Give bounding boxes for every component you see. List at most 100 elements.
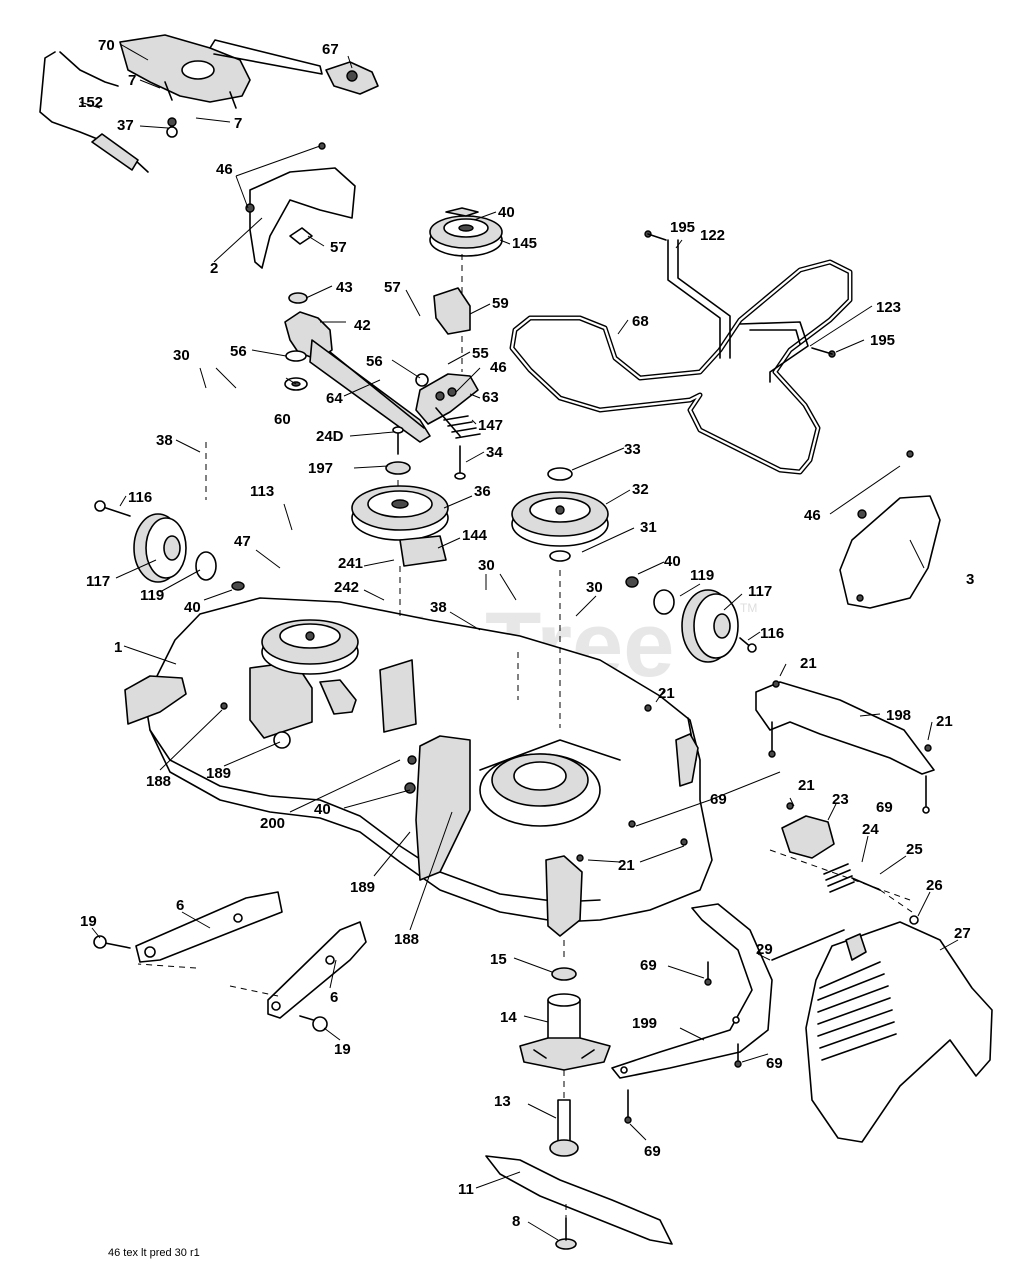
callout-242: 242	[334, 579, 359, 596]
callout-46a: 46	[216, 161, 233, 178]
callout-19b: 19	[334, 1041, 351, 1058]
callout-60: 60	[274, 411, 291, 428]
callout-145: 145	[512, 235, 537, 252]
callout-119b: 119	[690, 567, 714, 584]
callout-37: 37	[117, 117, 134, 134]
callout-198: 198	[886, 707, 911, 724]
callout-240: 24D	[316, 428, 344, 445]
callout-6b: 6	[330, 989, 338, 1006]
callout-47: 47	[234, 533, 251, 550]
callout-19a: 19	[80, 913, 97, 930]
bolt-34	[454, 445, 466, 480]
callout-21c: 21	[936, 713, 953, 730]
callout-14: 14	[500, 1009, 517, 1026]
callout-56a: 56	[230, 343, 247, 360]
bolt-240	[385, 426, 411, 475]
callout-56b: 56	[366, 353, 383, 370]
callout-21e: 21	[618, 857, 635, 874]
callout-6a: 6	[176, 897, 184, 914]
mower-deck-1	[124, 597, 713, 937]
callout-241: 241	[338, 555, 363, 572]
callout-38b: 38	[430, 599, 447, 616]
callout-152: 152	[78, 94, 103, 111]
callout-195b: 195	[870, 332, 895, 349]
callout-59: 59	[492, 295, 509, 312]
callout-23: 23	[832, 791, 849, 808]
callout-43: 43	[336, 279, 353, 296]
callout-1: 1	[114, 639, 122, 656]
wheel-117-right	[625, 576, 757, 663]
callout-195a: 195	[670, 219, 695, 236]
callout-40c: 40	[664, 553, 681, 570]
callout-55: 55	[472, 345, 489, 362]
callout-21b: 21	[658, 685, 675, 702]
callout-116a: 116	[128, 489, 152, 506]
callout-117b: 117	[748, 583, 772, 600]
callout-31: 31	[640, 519, 657, 536]
callout-11: 11	[458, 1181, 474, 1198]
callout-46b: 46	[490, 359, 507, 376]
callout-68: 68	[632, 313, 649, 330]
callout-69a: 69	[710, 791, 727, 808]
diagram-code: 46 tex lt pred 30 r1	[108, 1247, 200, 1259]
callout-199: 199	[632, 1015, 657, 1032]
callout-188a: 188	[146, 773, 171, 790]
wheel-117-left	[94, 500, 245, 591]
belt-guide-122	[644, 230, 836, 383]
callout-69c: 69	[640, 957, 657, 974]
callout-67: 67	[322, 41, 339, 58]
callout-30a: 30	[173, 347, 190, 364]
callout-27: 27	[954, 925, 971, 942]
callout-32: 32	[632, 481, 649, 498]
callout-24: 24	[862, 821, 879, 838]
callout-144: 144	[462, 527, 488, 544]
idler-bracket-stack	[284, 227, 431, 443]
callout-63: 63	[482, 389, 499, 406]
callout-3: 3	[966, 571, 974, 588]
pulley-36	[351, 485, 449, 567]
callout-147: 147	[478, 417, 503, 434]
callout-40a: 40	[498, 204, 515, 221]
callout-36: 36	[474, 483, 491, 500]
callout-57a: 57	[330, 239, 347, 256]
callout-116b: 116	[760, 625, 784, 642]
lift-link-6-lower	[267, 921, 367, 1032]
callout-labels: 70 67 7 7 152 37 46 2 57 43 42 56 30 60 …	[78, 37, 974, 1230]
callout-15: 15	[490, 951, 507, 968]
blade-11	[485, 1155, 673, 1250]
cover-3	[839, 450, 941, 609]
baffle-198	[755, 680, 935, 814]
callout-200: 200	[260, 815, 285, 832]
cable-lever-assembly	[39, 34, 323, 173]
callout-46c: 46	[804, 507, 821, 524]
callout-7b: 7	[234, 115, 242, 132]
callout-30c: 30	[586, 579, 603, 596]
callout-34: 34	[486, 444, 503, 461]
callout-189a: 189	[206, 765, 231, 782]
callout-64: 64	[326, 390, 343, 407]
callout-7a: 7	[128, 72, 136, 89]
callout-21d: 21	[798, 777, 815, 794]
deflector-bracket-23	[781, 802, 919, 925]
lift-link-6-upper	[93, 891, 283, 963]
callout-26: 26	[926, 877, 943, 894]
deflector-27	[771, 921, 993, 1143]
callout-30b: 30	[478, 557, 495, 574]
callout-38a: 38	[156, 432, 173, 449]
callout-69d: 69	[766, 1055, 783, 1072]
callout-21a: 21	[800, 655, 817, 672]
callout-69e: 69	[644, 1143, 661, 1160]
callout-188b: 188	[394, 931, 419, 948]
callout-33: 33	[624, 441, 641, 458]
callout-70: 70	[98, 37, 115, 54]
pulley-32	[511, 467, 609, 562]
bracket-59	[433, 287, 471, 335]
spindle-assembly-14	[519, 967, 611, 1157]
callout-123: 123	[876, 299, 901, 316]
watermark-trademark: TM	[740, 601, 757, 615]
callout-197: 197	[308, 460, 333, 477]
callout-69b: 69	[876, 799, 893, 816]
callout-42: 42	[354, 317, 371, 334]
callout-40d: 40	[314, 801, 331, 818]
callout-2: 2	[210, 260, 218, 277]
